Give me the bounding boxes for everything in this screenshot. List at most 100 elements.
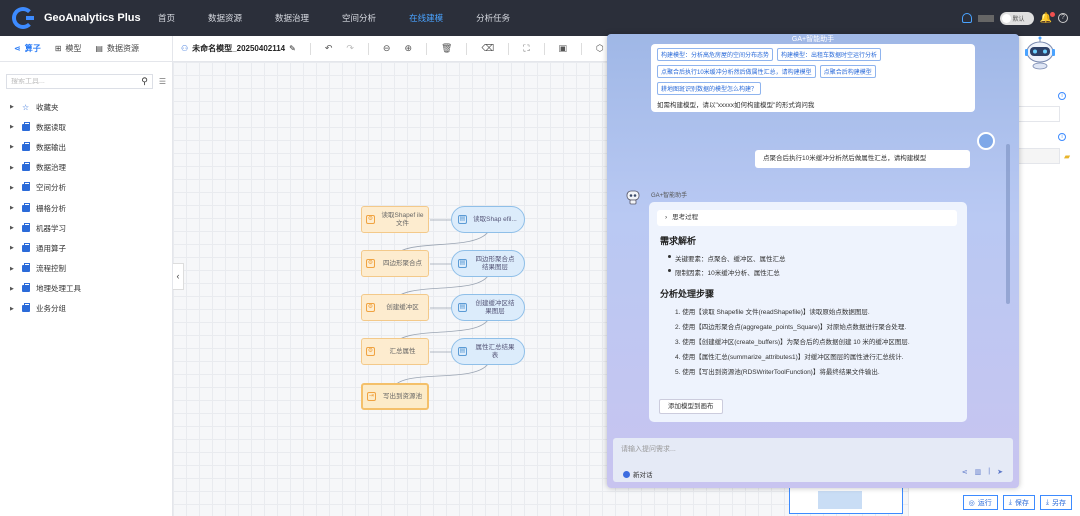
node-buffer-result[interactable]: ▤ 创建缓冲区结 果图层 [451, 294, 525, 321]
chat-scrollbar[interactable] [1006, 144, 1010, 304]
tree-item-flow-control[interactable]: ▶流程控制 [0, 259, 172, 279]
run-button[interactable]: ◎运行 [962, 495, 998, 510]
tree-item-machine-learning[interactable]: ▶机器学习 [0, 218, 172, 238]
edit-icon[interactable]: ✎ [289, 44, 296, 53]
attachment-icon[interactable]: ▥ [974, 469, 982, 476]
tree-item-data-read[interactable]: ▶数据读取 [0, 117, 172, 137]
divider [309, 42, 311, 55]
save-icon: ⤓ [1008, 498, 1012, 506]
tool-search-input[interactable] [11, 78, 131, 85]
chat-input-area: 新对话 ⋖ ▥ | ➤ [613, 438, 1013, 482]
undo-icon[interactable]: ↶ [324, 43, 333, 53]
process-step: 1. 使用【读取 Shapefile 文件(readShapefile)】读取原… [675, 309, 870, 316]
tab-models-label: 模型 [65, 44, 82, 53]
minimap-viewport [818, 491, 862, 509]
tab-operators[interactable]: ⋖算子 [14, 43, 41, 54]
search-icon[interactable]: ⚲ [141, 76, 148, 86]
tree-item-business-groups[interactable]: ▶业务分组 [0, 299, 172, 319]
tab-operators-label: 算子 [24, 44, 41, 53]
suggestion-chip[interactable]: 构建模型：分析高危房屋的空间分布态势 [657, 48, 774, 61]
image-icon[interactable]: ▣ [558, 43, 568, 53]
zoom-in-icon[interactable]: ⊕ [404, 43, 413, 53]
clear-icon[interactable]: ⌫ [481, 43, 495, 53]
search-box: ⚲ [6, 74, 153, 89]
caret-icon: ▶ [10, 305, 14, 312]
node-read-shapefile-result[interactable]: ▤ 读取Shap efil... [451, 206, 525, 233]
tree-item-spatial-analysis[interactable]: ▶空间分析 [0, 178, 172, 198]
delete-icon[interactable]: 🗑 [441, 43, 453, 53]
collapse-all-icon[interactable]: ☰ [158, 77, 166, 86]
suggestion-chip[interactable]: 点聚合后执行10米缓冲分析然后做属性汇总，请构建模型 [657, 65, 816, 78]
toggle-knob [1001, 13, 1011, 23]
nav-item-home[interactable]: 首页 [158, 13, 176, 23]
suggestion-chip[interactable]: 构建模型：出租车数据时空运行分析 [777, 48, 882, 61]
save-as-button[interactable]: ⤓另存 [1039, 495, 1072, 510]
folder-icon[interactable]: ▰ [1064, 152, 1071, 161]
operator-icon: ⚙ [366, 347, 375, 356]
tab-models[interactable]: ⊞模型 [55, 43, 82, 54]
toolbox-icon [22, 121, 30, 131]
app-logo[interactable]: GeoAnalytics Plus [12, 7, 152, 29]
info-icon[interactable]: i [1058, 92, 1066, 100]
theme-toggle[interactable]: 默认 [999, 11, 1034, 25]
send-icon[interactable]: ➤ [997, 469, 1003, 476]
left-tabs: ⋖算子 ⊞模型 ▤数据资源 [0, 36, 172, 62]
save-as-icon: ⤓ [1045, 498, 1049, 506]
node-summary-table[interactable]: ▤ 属性汇总结果 表 [451, 338, 525, 365]
import-icon[interactable]: ⬡ [596, 43, 604, 53]
tree-item-favorites[interactable]: ▶☆收藏夹 [0, 97, 172, 117]
chat-input[interactable] [621, 444, 1001, 458]
help-icon[interactable]: ? [1058, 13, 1068, 23]
nav-item-analysis-tasks[interactable]: 分析任务 [476, 13, 511, 23]
tree-item-data-governance[interactable]: ▶数据治理 [0, 158, 172, 178]
save-button[interactable]: ⤓保存 [1002, 495, 1035, 510]
tree-item-common-operators[interactable]: ▶通用算子 [0, 238, 172, 258]
search-row: ⚲ ☰ [6, 74, 166, 89]
nav-item-data-resources[interactable]: 数据资源 [208, 13, 243, 23]
toolbox-icon [22, 182, 30, 192]
robot-mascot-icon[interactable] [1020, 36, 1060, 70]
node-label: 写出到资源池 [383, 392, 422, 400]
new-chat-button[interactable]: 新对话 [623, 469, 653, 479]
top-navbar: GeoAnalytics Plus 首页 数据资源 数据治理 空间分析 在线建模… [0, 0, 1080, 36]
nav-item-online-modeling[interactable]: 在线建模 [409, 13, 444, 23]
zoom-out-icon[interactable]: ⊖ [382, 43, 391, 53]
tab-data-resources[interactable]: ▤数据资源 [95, 43, 139, 54]
suggestion-chip[interactable]: 点聚合后构建模型 [819, 65, 876, 78]
redo-icon[interactable]: ↷ [346, 43, 354, 53]
node-summarize-attributes[interactable]: ⚙ 汇总属性 [361, 338, 429, 365]
divider [466, 42, 468, 55]
node-aggregate-result[interactable]: ▤ 四边形聚合点 结果图层 [451, 250, 525, 277]
bell-icon[interactable]: 🔔 [1040, 11, 1055, 24]
node-label: 创建缓冲区 [386, 303, 419, 311]
node-aggregate-points[interactable]: ⚙ 四边形聚合点 [361, 250, 429, 277]
thinking-toggle[interactable]: ›思考过程 [657, 210, 957, 226]
suggestion-chip[interactable]: 耕地图斑识别数据的模型怎么构建？ [657, 82, 762, 95]
tree-item-raster-analysis[interactable]: ▶栅格分析 [0, 198, 172, 218]
user-icon[interactable] [961, 13, 972, 23]
toolbox-icon [22, 202, 30, 212]
share-icon[interactable]: ⋖ [961, 469, 968, 476]
process-step: 2. 使用【四边形聚合点(aggregate_points_Square)】对原… [675, 324, 907, 331]
main-nav: 首页 数据资源 数据治理 空间分析 在线建模 分析任务 [158, 0, 543, 36]
caret-icon: ▶ [10, 285, 14, 292]
assistant-hint: 如需构建模型，请以"xxxxx如何构建模型"的形式询问我 [657, 102, 815, 109]
fit-icon[interactable]: ⛶ [523, 43, 530, 53]
info-icon[interactable]: i [1058, 133, 1066, 141]
tree-item-data-output[interactable]: ▶数据输出 [0, 137, 172, 157]
node-label: 汇总属性 [389, 347, 416, 355]
assistant-title: GA+智能助手 [791, 36, 835, 43]
nav-item-spatial-analysis[interactable]: 空间分析 [342, 13, 377, 23]
tree-item-geoprocessing[interactable]: ▶地理处理工具 [0, 279, 172, 299]
node-write-resource-pool[interactable]: ⇥ 写出到资源池 [361, 383, 429, 410]
node-create-buffer[interactable]: ⚙ 创建缓冲区 [361, 294, 429, 321]
node-read-shapefile[interactable]: ⚙ 读取Shapef ile文件 [361, 206, 429, 233]
toolbox-icon [22, 141, 30, 151]
tab-data-resources-label: 数据资源 [106, 44, 139, 53]
add-model-to-canvas-button[interactable]: 添加模型到画布 [659, 399, 723, 414]
input-tools: ⋖ ▥ | ➤ [962, 468, 1003, 476]
panel-collapse-handle[interactable]: ‹ [173, 263, 184, 290]
save-as-label: 另存 [1052, 499, 1066, 507]
node-label: 读取Shapef ile文件 [381, 211, 424, 227]
nav-item-data-governance[interactable]: 数据治理 [275, 13, 310, 23]
